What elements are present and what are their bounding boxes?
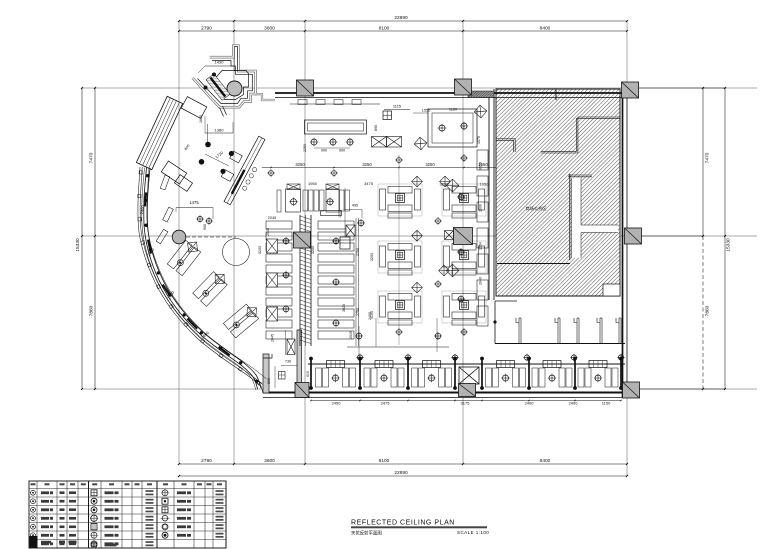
svg-text:1430: 1430 bbox=[215, 60, 225, 65]
svg-text:2250: 2250 bbox=[303, 144, 307, 152]
svg-text:2400: 2400 bbox=[569, 401, 579, 406]
svg-text:1954: 1954 bbox=[338, 210, 342, 218]
svg-text:8100: 8100 bbox=[379, 26, 390, 32]
svg-text:3175: 3175 bbox=[461, 401, 471, 406]
svg-text:2450: 2450 bbox=[332, 401, 342, 406]
svg-text:1950: 1950 bbox=[308, 181, 318, 186]
svg-text:2790: 2790 bbox=[201, 26, 212, 32]
svg-text:2045: 2045 bbox=[349, 331, 353, 339]
svg-text:1630: 1630 bbox=[199, 115, 203, 123]
svg-text:2400: 2400 bbox=[146, 246, 156, 257]
svg-text:9550: 9550 bbox=[479, 162, 483, 170]
svg-text:15330: 15330 bbox=[75, 238, 81, 252]
svg-text:800: 800 bbox=[267, 378, 271, 384]
svg-text:2045: 2045 bbox=[268, 216, 276, 220]
svg-text:900: 900 bbox=[203, 224, 207, 230]
svg-text:8400: 8400 bbox=[540, 458, 551, 464]
svg-text:1550: 1550 bbox=[422, 109, 430, 113]
svg-text:1720: 1720 bbox=[214, 150, 225, 160]
svg-text:2475: 2475 bbox=[381, 401, 391, 406]
svg-text:8100: 8100 bbox=[379, 458, 390, 464]
svg-text:2400: 2400 bbox=[368, 312, 372, 320]
svg-text:800: 800 bbox=[184, 144, 191, 151]
svg-text:2040: 2040 bbox=[479, 277, 483, 285]
svg-text:890: 890 bbox=[374, 125, 378, 131]
svg-text:天花反射平面图: 天花反射平面图 bbox=[351, 530, 382, 537]
svg-text:3100: 3100 bbox=[370, 311, 374, 319]
svg-text:730: 730 bbox=[285, 360, 291, 364]
svg-text:2400: 2400 bbox=[166, 289, 176, 300]
svg-text:3200: 3200 bbox=[258, 246, 262, 254]
svg-text:2790: 2790 bbox=[201, 458, 212, 464]
svg-text:1550: 1550 bbox=[478, 162, 488, 167]
svg-text:7860: 7860 bbox=[89, 305, 95, 316]
svg-text:2045: 2045 bbox=[271, 334, 275, 342]
svg-text:3600: 3600 bbox=[264, 26, 275, 32]
svg-text:1380: 1380 bbox=[215, 128, 225, 133]
svg-text:15330: 15330 bbox=[726, 238, 732, 252]
svg-text:1150: 1150 bbox=[602, 401, 611, 406]
svg-text:3200: 3200 bbox=[311, 246, 315, 254]
svg-text:1180: 1180 bbox=[449, 108, 457, 112]
svg-text:1600: 1600 bbox=[479, 204, 483, 212]
svg-text:2400: 2400 bbox=[139, 204, 145, 214]
svg-text:2400: 2400 bbox=[525, 401, 535, 406]
svg-text:22890: 22890 bbox=[394, 15, 408, 21]
svg-text:900: 900 bbox=[321, 149, 327, 153]
svg-text:2750: 2750 bbox=[356, 248, 360, 256]
svg-text:商场公共区: 商场公共区 bbox=[526, 205, 547, 212]
svg-text:900: 900 bbox=[339, 149, 345, 153]
svg-text:2750: 2750 bbox=[356, 308, 360, 316]
svg-text:615: 615 bbox=[306, 371, 310, 377]
svg-text:7470: 7470 bbox=[705, 152, 711, 163]
svg-text:1570: 1570 bbox=[477, 136, 481, 144]
svg-text:7470: 7470 bbox=[89, 152, 95, 163]
svg-text:3020: 3020 bbox=[342, 304, 346, 312]
svg-text:7860: 7860 bbox=[705, 305, 711, 316]
svg-text:1475: 1475 bbox=[189, 200, 199, 205]
svg-text:3200: 3200 bbox=[370, 253, 374, 261]
svg-text:3250: 3250 bbox=[362, 162, 372, 167]
svg-text:3600: 3600 bbox=[200, 329, 210, 339]
svg-text:8400: 8400 bbox=[540, 26, 551, 32]
svg-text:REFLECTED CEILING PLAN: REFLECTED CEILING PLAN bbox=[351, 520, 455, 527]
svg-text:22890: 22890 bbox=[394, 470, 408, 476]
svg-text:495: 495 bbox=[352, 204, 358, 208]
svg-text:3600: 3600 bbox=[264, 458, 275, 464]
svg-text:1115: 1115 bbox=[393, 104, 402, 109]
svg-text:3250: 3250 bbox=[425, 162, 435, 167]
svg-text:3250: 3250 bbox=[295, 162, 305, 167]
svg-text:1554: 1554 bbox=[479, 242, 483, 250]
svg-text:3475: 3475 bbox=[364, 181, 374, 186]
svg-text:2045: 2045 bbox=[266, 228, 270, 236]
svg-text:SCALE 1:100: SCALE 1:100 bbox=[457, 530, 489, 535]
